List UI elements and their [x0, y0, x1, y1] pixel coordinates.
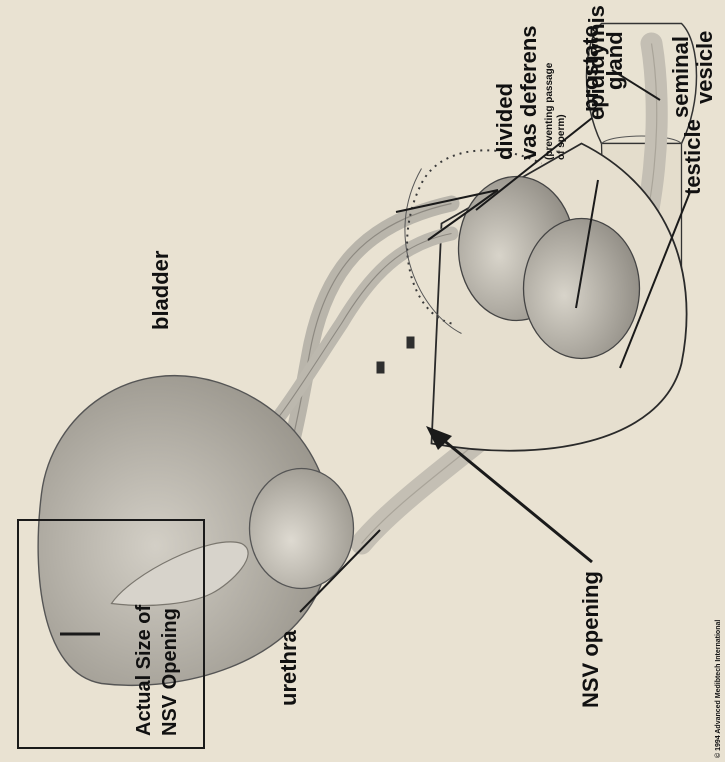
prostate-gland: [250, 469, 354, 589]
svg-text:divided: divided: [492, 83, 517, 160]
svg-text:vas deferens: vas deferens: [516, 25, 541, 160]
vas-cut-mark-2: [407, 337, 415, 349]
svg-text:© 1994 Advanced Medibtech Inte: © 1994 Advanced Medibtech International: [714, 620, 722, 758]
svg-text:of sperm): of sperm): [556, 114, 567, 160]
svg-text:NSV opening: NSV opening: [578, 571, 603, 708]
svg-text:urethra: urethra: [276, 629, 301, 706]
bladder-label: bladder: [148, 250, 173, 330]
svg-text:seminal: seminal: [668, 36, 693, 118]
svg-text:bladder: bladder: [148, 250, 173, 330]
svg-text:(preventing passage: (preventing passage: [544, 62, 555, 160]
nsv-arrow-line: [436, 434, 592, 562]
svg-text:testicle: testicle: [680, 119, 705, 195]
box-caption-line-1: Actual Size of: [133, 605, 155, 736]
svg-text:epididymis: epididymis: [584, 5, 609, 120]
svg-text:vesicle: vesicle: [692, 31, 717, 104]
vas-cut-mark-1: [377, 362, 385, 374]
box-caption-line-2: NSV Opening: [159, 608, 181, 736]
copyright-label: © 1994 Advanced Medibtech International: [714, 620, 722, 758]
